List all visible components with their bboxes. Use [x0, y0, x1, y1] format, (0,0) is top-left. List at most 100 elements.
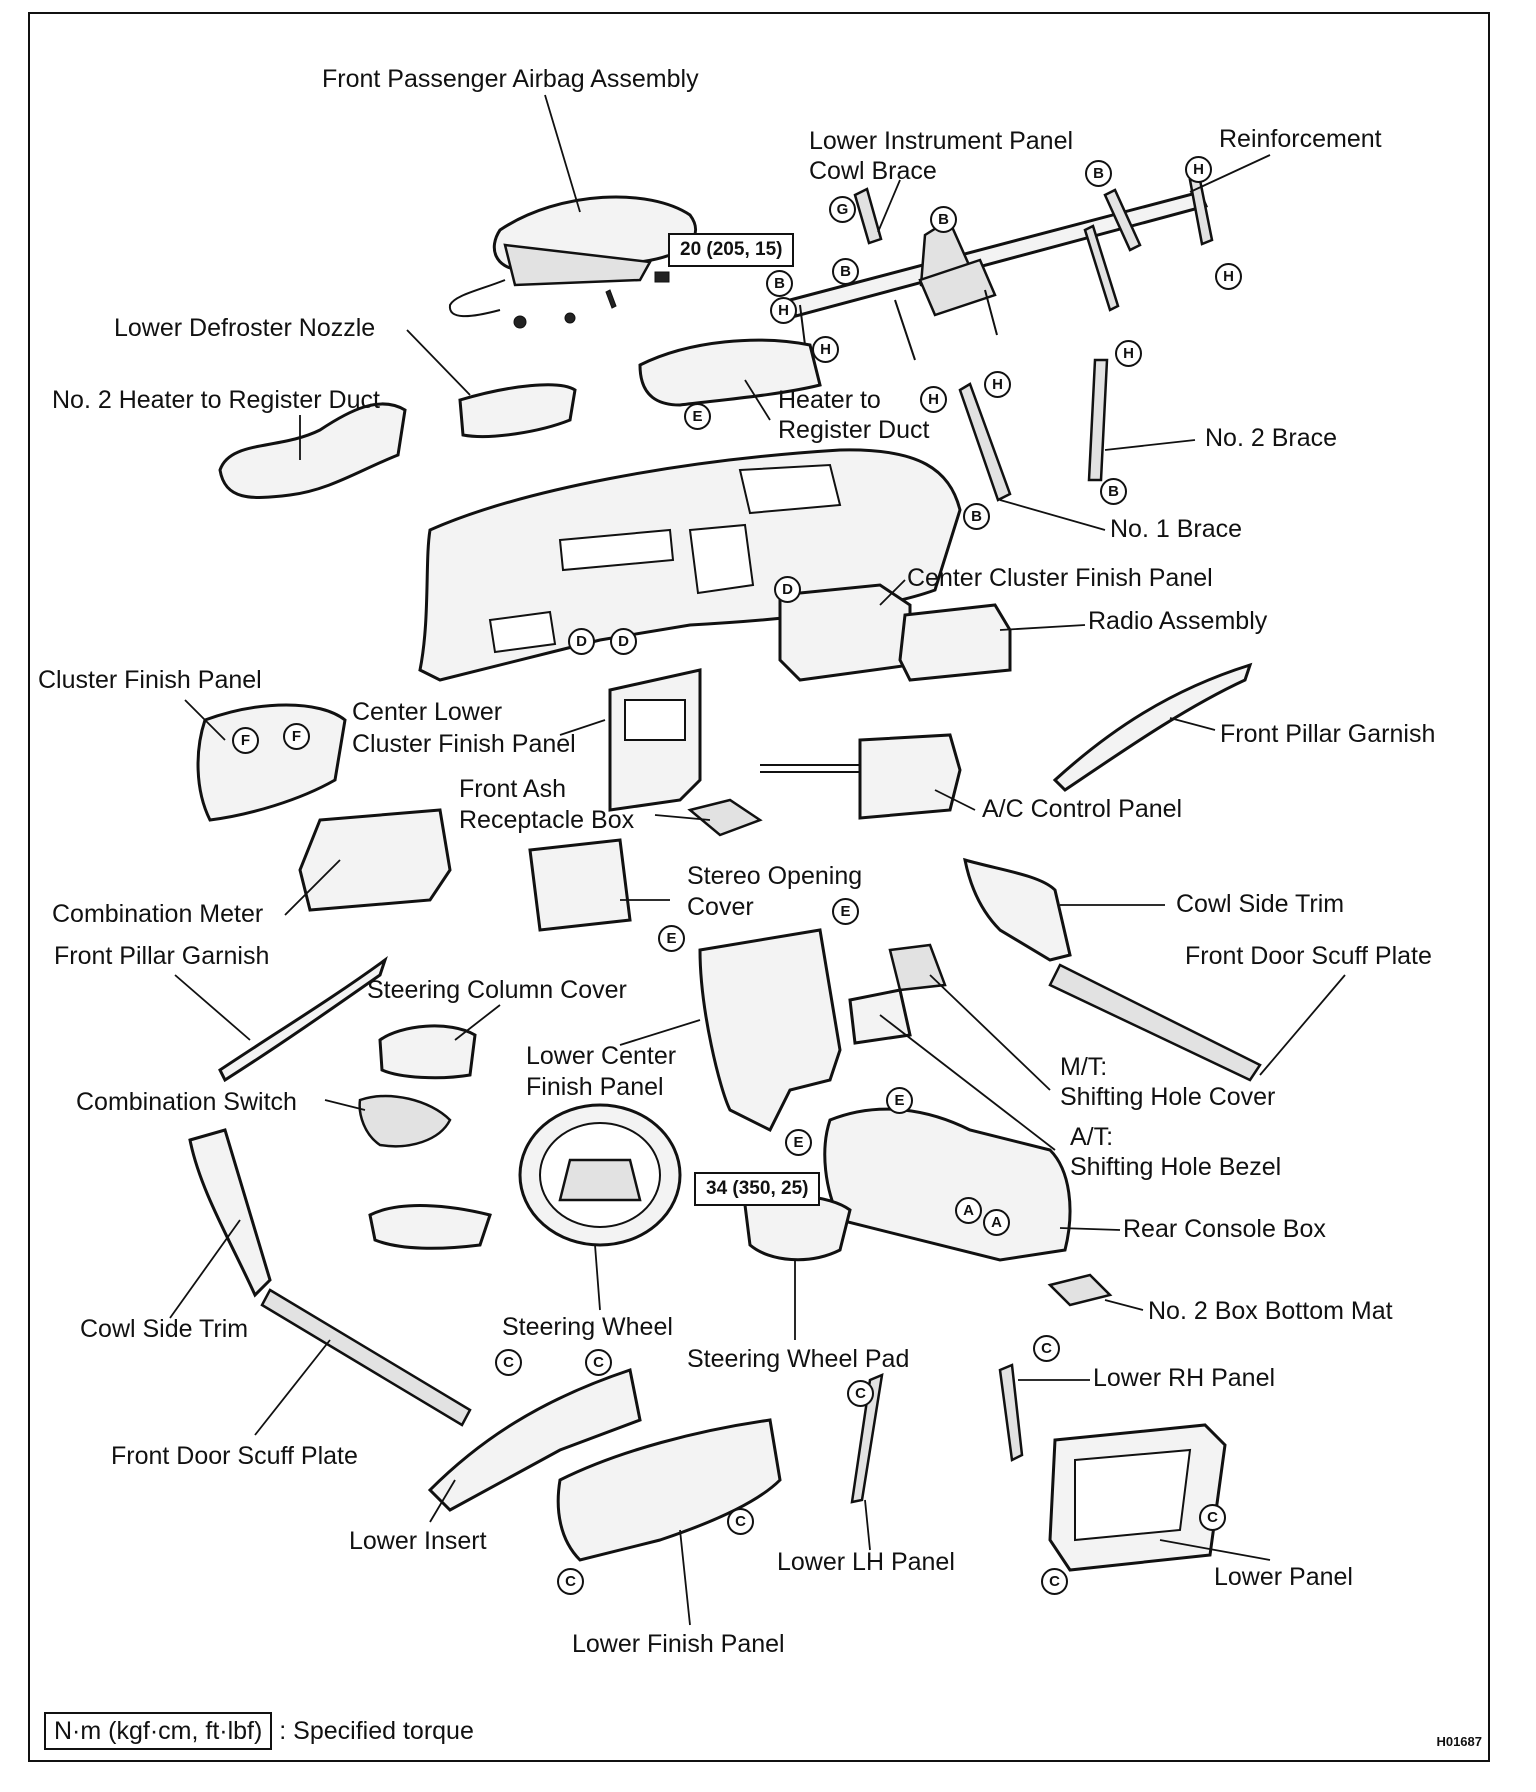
torque-legend-unit: N·m (kgf·cm, ft·lbf) [44, 1712, 273, 1750]
label-radio-assembly: Radio Assembly [1088, 607, 1268, 635]
label-cowl-side-trim-l: Cowl Side Trim [80, 1315, 249, 1343]
clip-callout-e: E [658, 925, 685, 952]
clip-callout-b: B [1085, 160, 1112, 187]
label-heater-duct-line1: Heater to [778, 386, 881, 414]
no2-brace-part [1087, 358, 1109, 482]
label-at-line2: Shifting Hole Bezel [1070, 1153, 1282, 1181]
label-front-passenger-airbag: Front Passenger Airbag Assembly [322, 65, 699, 93]
label-steering-wheel: Steering Wheel [502, 1313, 673, 1341]
heater-duct-part [638, 338, 822, 407]
label-lower-panel: Lower Panel [1214, 1563, 1353, 1591]
lower-defroster-nozzle-part [458, 383, 577, 438]
label-no1-brace: No. 1 Brace [1110, 515, 1243, 543]
lower-lh-panel-part [850, 1372, 884, 1504]
clip-callout-c: C [727, 1508, 754, 1535]
clip-callout-e: E [785, 1129, 812, 1156]
label-combination-switch: Combination Switch [76, 1088, 297, 1116]
figure-code: H01687 [1436, 1734, 1482, 1749]
label-lower-ip-cowl-brace-line2: Cowl Brace [809, 157, 937, 185]
label-front-door-scuff-l: Front Door Scuff Plate [111, 1442, 358, 1470]
clip-callout-c: C [495, 1349, 522, 1376]
clip-callout-e: E [684, 403, 711, 430]
no1-brace-part [958, 382, 1012, 502]
clip-callout-h: H [1185, 156, 1212, 183]
label-steering-wheel-pad: Steering Wheel Pad [687, 1345, 910, 1373]
clip-callout-c: C [1041, 1568, 1068, 1595]
diagram-frame [28, 12, 1490, 1762]
clip-callout-f: F [283, 723, 310, 750]
label-heater-duct-line2: Register Duct [778, 416, 930, 444]
no2-heater-duct-part [218, 402, 407, 499]
clip-callout-h: H [920, 386, 947, 413]
clip-callout-h: H [1215, 263, 1242, 290]
label-lower-center-finish-line1: Lower Center [526, 1042, 677, 1070]
label-front-pillar-garnish-r: Front Pillar Garnish [1220, 720, 1436, 748]
clip-callout-b: B [766, 270, 793, 297]
clip-callout-f: F [232, 727, 259, 754]
lower-steering-column-cover-part [368, 1204, 492, 1250]
clip-callout-h: H [770, 297, 797, 324]
clip-callout-d: D [774, 576, 801, 603]
lower-insert-part [427, 1368, 642, 1512]
clip-callout-c: C [585, 1349, 612, 1376]
steering-column-cover-part [378, 1024, 477, 1080]
front-pillar-garnish-r-part [1052, 662, 1253, 792]
at-shifting-hole-bezel-part [848, 988, 912, 1045]
label-stereo-opening-line1: Stereo Opening [687, 862, 863, 890]
steering-wheel-part [518, 1103, 682, 1247]
label-mt-line2: Shifting Hole Cover [1060, 1083, 1276, 1111]
torque-box-airbag: 20 (205, 15) [668, 233, 795, 267]
label-cowl-side-trim-r: Cowl Side Trim [1176, 890, 1345, 918]
label-stereo-opening-line2: Cover [687, 893, 754, 921]
label-lower-finish-panel: Lower Finish Panel [572, 1630, 785, 1658]
front-pillar-garnish-l-part [218, 956, 388, 1083]
label-no2-box-bottom-mat: No. 2 Box Bottom Mat [1148, 1297, 1393, 1325]
label-front-ash-line2: Receptacle Box [459, 806, 635, 834]
lower-rh-panel-part [998, 1363, 1024, 1462]
clip-callout-h: H [1115, 340, 1142, 367]
torque-box-steering-wheel: 34 (350, 25) [694, 1172, 821, 1206]
clip-callout-g: G [829, 196, 856, 223]
clip-callout-e: E [832, 898, 859, 925]
label-lower-defroster-nozzle: Lower Defroster Nozzle [114, 314, 376, 342]
clip-callout-d: D [610, 628, 637, 655]
label-combination-meter: Combination Meter [52, 900, 264, 928]
clip-callout-b: B [963, 503, 990, 530]
label-center-cluster-finish-panel: Center Cluster Finish Panel [907, 564, 1213, 592]
torque-legend-text: : Specified torque [279, 1717, 474, 1745]
clip-callout-c: C [1033, 1335, 1060, 1362]
clip-callout-a: A [955, 1197, 982, 1224]
label-front-ash-line1: Front Ash [459, 775, 566, 803]
cowl-side-trim-r-part [963, 857, 1072, 962]
front-ash-box-part [687, 798, 763, 837]
leader-lines [169, 94, 1346, 1626]
ac-cables [760, 764, 860, 773]
cowl-side-trim-l-part [188, 1128, 272, 1298]
label-steering-column-cover: Steering Column Cover [367, 976, 627, 1004]
label-ac-control-panel: A/C Control Panel [982, 795, 1183, 823]
reinforcement-part [788, 178, 1214, 361]
label-lower-center-finish-line2: Finish Panel [526, 1073, 664, 1101]
no2-box-bottom-mat-part [1047, 1273, 1113, 1307]
center-lower-opening [624, 699, 686, 741]
clip-callout-c: C [1199, 1504, 1226, 1531]
torque-legend: N·m (kgf·cm, ft·lbf) : Specified torque [44, 1712, 474, 1750]
clip-callout-d: D [568, 628, 595, 655]
lower-center-finish-panel-part [698, 928, 842, 1133]
label-lower-lh-panel: Lower LH Panel [777, 1548, 955, 1576]
label-reinforcement: Reinforcement [1219, 125, 1382, 153]
label-center-lower-cluster-line1: Center Lower [352, 698, 503, 726]
label-center-lower-cluster-line2: Cluster Finish Panel [352, 730, 576, 758]
label-lower-rh-panel: Lower RH Panel [1093, 1364, 1276, 1392]
clip-callout-b: B [1100, 478, 1127, 505]
clip-callout-c: C [847, 1380, 874, 1407]
clip-callout-e: E [886, 1087, 913, 1114]
lower-panel-part [1048, 1423, 1227, 1572]
clip-callout-b: B [832, 258, 859, 285]
combination-switch-part [358, 1094, 452, 1148]
label-at-line1: A/T: [1070, 1123, 1114, 1151]
ac-control-panel-part [858, 733, 962, 820]
instrument-panel-part [418, 448, 962, 682]
clip-callout-a: A [983, 1209, 1010, 1236]
label-no2-heater-duct: No. 2 Heater to Register Duct [52, 386, 380, 414]
